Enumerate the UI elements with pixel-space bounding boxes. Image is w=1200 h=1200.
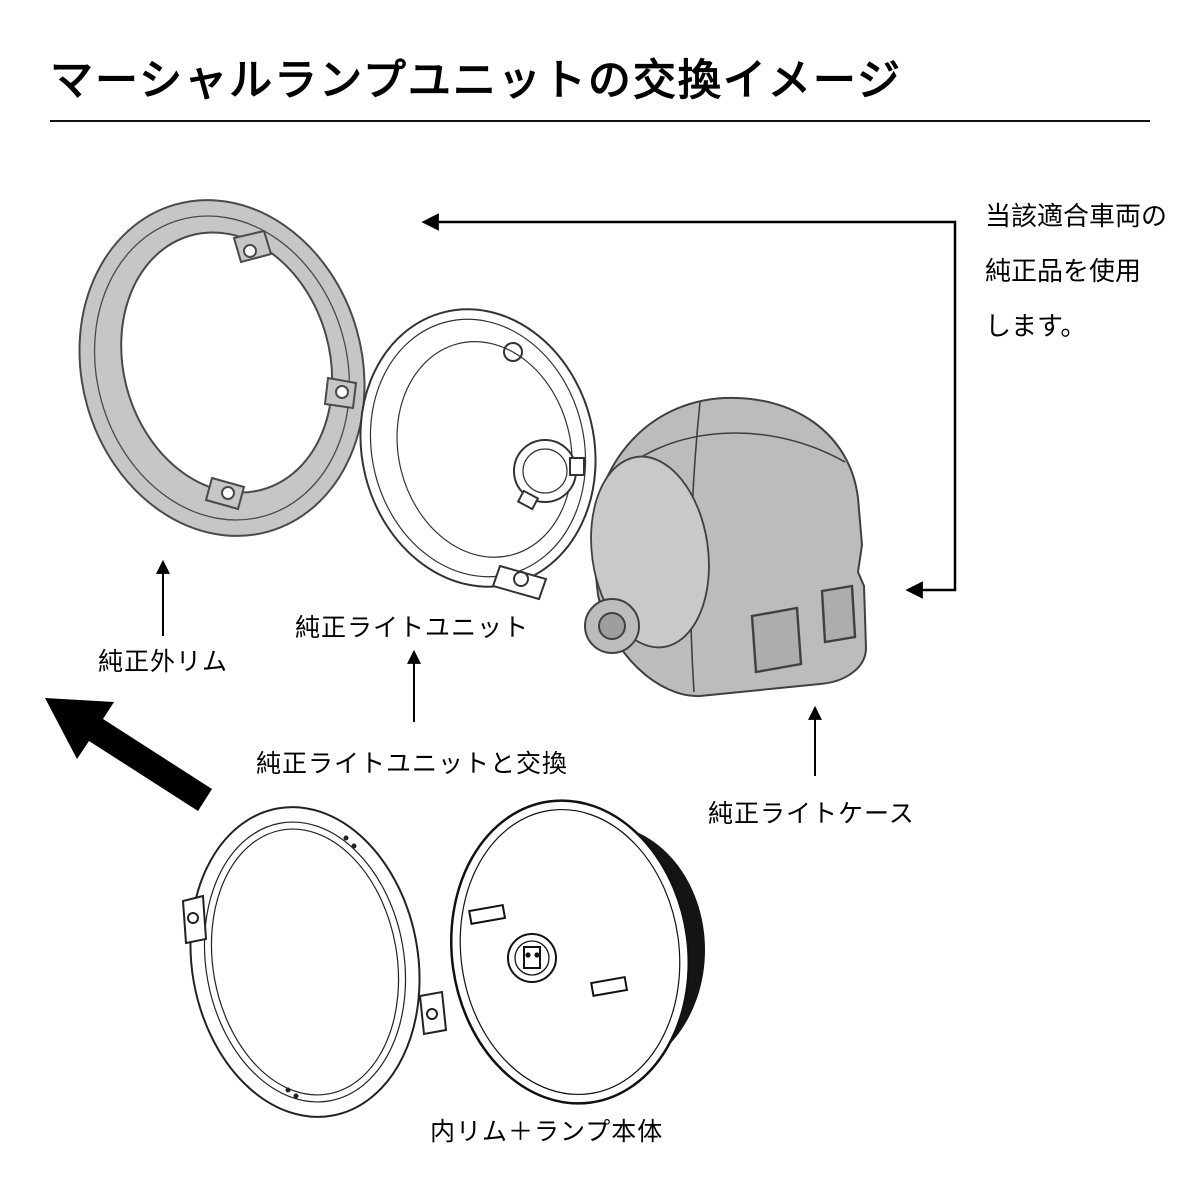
label-light-case: 純正ライトケース — [708, 799, 915, 828]
title-underline — [50, 120, 1150, 122]
label-light-unit: 純正ライトユニット — [295, 613, 530, 642]
lamp-body-part — [449, 799, 705, 1105]
label-light-unit-exchange: 純正ライトユニットと交換 — [256, 749, 569, 778]
light-case-part — [584, 396, 868, 698]
label-outer-rim: 純正外リム — [98, 647, 229, 676]
page-title: マーシャルランプユニットの交換イメージ — [50, 56, 902, 106]
light-unit-part — [359, 308, 597, 601]
note-line-1: 当該適合車両の — [985, 202, 1168, 232]
outer-rim-part — [78, 199, 366, 537]
note-text: 当該適合車両の 純正品を使用 します。 — [985, 190, 1185, 355]
big-swap-arrow-icon — [45, 698, 212, 811]
note-pointer-line — [421, 213, 957, 599]
note-line-3: します。 — [985, 312, 1087, 342]
note-line-2: 純正品を使用 — [985, 257, 1142, 287]
label-inner-rim-lamp: 内リム＋ランプ本体 — [430, 1117, 664, 1146]
inner-rim-part — [181, 806, 448, 1118]
